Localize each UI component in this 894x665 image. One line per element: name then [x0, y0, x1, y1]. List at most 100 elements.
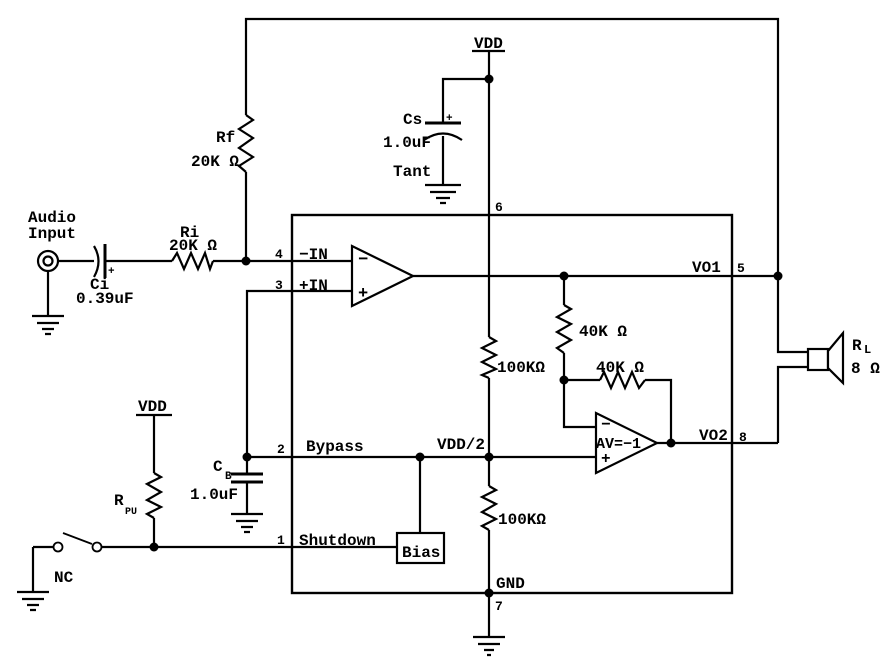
r100k-a-resistor [479, 336, 499, 380]
speaker [806, 329, 845, 386]
pin-3-label: 3 [275, 278, 283, 293]
rl-name-subscript: L [864, 343, 871, 357]
rf-value-label: 20K Ω [191, 153, 239, 171]
audio-input-connector [36, 249, 60, 273]
shutdown-switch [52, 532, 103, 553]
pos-in-wire [245, 289, 352, 457]
rl-value-label: 8 Ω [851, 360, 880, 378]
ci-polarity-plus: + [108, 266, 115, 278]
junction-dots [149, 74, 783, 598]
r40k-a-value-label: 40K Ω [579, 323, 627, 341]
neg-in-label: −IN [299, 246, 328, 264]
vo2-label: VO2 [699, 427, 728, 445]
audio-input-label-line1: Audio [28, 209, 76, 227]
switch-ground-icon [17, 590, 49, 612]
opamp2-neg-input-wire [562, 380, 596, 429]
ri-resistor [171, 249, 215, 273]
junction-dot [415, 452, 425, 462]
ci-value-label: 0.39uF [76, 290, 134, 308]
r40k-b-resistor [599, 369, 646, 391]
rf-resistor [236, 114, 256, 173]
vdd-top-label: VDD [474, 35, 503, 53]
pin-4-label: 4 [275, 247, 283, 262]
speaker-cone [826, 329, 845, 386]
pin-8-label: 8 [739, 430, 747, 445]
switch-lever [62, 532, 93, 545]
rpu-name-label: R [114, 492, 124, 510]
bias-label: Bias [402, 544, 440, 562]
junction-dot [773, 271, 783, 281]
text-labels: Audio Input Ci 0.39uF + Ri 20K Ω Rf 20K … [28, 35, 880, 614]
cs-branch-wire [441, 77, 489, 185]
ri-value-label: 20K Ω [169, 237, 217, 255]
opamp1-plus-sign: + [358, 285, 368, 304]
junction-dot [242, 452, 252, 462]
pin-7-label: 7 [495, 599, 503, 614]
opamp2-plus-sign: + [601, 450, 611, 468]
switch-contact-left [52, 541, 64, 553]
capacitors [93, 121, 463, 484]
ri-name-label: Ri [180, 224, 199, 242]
gnd-label: GND [496, 575, 525, 593]
cs-type-label: Tant [393, 163, 431, 181]
r40k-a-resistor [554, 304, 574, 354]
opamp1-minus-sign: − [358, 251, 368, 270]
bias-box [395, 531, 446, 565]
ground-symbols [17, 183, 505, 657]
switch-wires [31, 545, 53, 592]
opamp2-minus-sign: − [601, 416, 611, 434]
cb-name-label: C [213, 458, 223, 476]
amplifier-ic-box [290, 213, 734, 595]
rpu-resistor [144, 472, 164, 519]
audio-input-label-line2: Input [28, 225, 76, 243]
wires [31, 17, 808, 637]
cs-curved-plate [423, 132, 463, 141]
bypass-label: Bypass [306, 438, 364, 456]
junction-dot [484, 588, 494, 598]
cb-value-label: 1.0uF [190, 486, 238, 504]
junction-dot [241, 256, 251, 266]
r100k-a-value-label: 100KΩ [497, 359, 545, 377]
speaker-rail-wire [776, 276, 808, 443]
connector-inner-ring [42, 255, 54, 267]
connector-ground-icon [32, 314, 64, 336]
resistors [144, 114, 646, 531]
pin-1-label: 1 [277, 533, 285, 548]
r100k-b-resistor [479, 485, 499, 531]
vdd2-label: VDD/2 [437, 436, 485, 454]
rf-name-label: Rf [216, 129, 235, 147]
junction-dot [149, 542, 159, 552]
cs-ground-icon [425, 183, 461, 205]
pin-5-label: 5 [737, 261, 745, 276]
cs-polarity-plus: + [446, 113, 453, 125]
vdd-left-label: VDD [138, 398, 167, 416]
junction-dot [484, 452, 494, 462]
shutdown-label: Shutdown [299, 532, 376, 550]
cs-name-label: Cs [403, 111, 422, 129]
pin-2-label: 2 [277, 442, 285, 457]
feedback-top-rail-wire [244, 17, 780, 276]
ci-curved-plate [93, 245, 100, 278]
junction-dot [666, 438, 676, 448]
gnd-pin-ground-icon [473, 635, 505, 657]
junction-dot [484, 74, 494, 84]
r100k-b-value-label: 100KΩ [498, 511, 546, 529]
vo1-label: VO1 [692, 259, 721, 277]
rl-name-label: R [852, 337, 862, 355]
junction-dot [559, 375, 569, 385]
junction-dot [559, 271, 569, 281]
r40k-b-value-label: 40K Ω [596, 359, 644, 377]
switch-contact-right [91, 541, 103, 553]
cs-value-label: 1.0uF [383, 134, 431, 152]
pos-in-label: +IN [299, 277, 328, 295]
cb-name-subscript: B [225, 471, 232, 483]
r40k-b-leads-wire [564, 378, 673, 443]
nc-label: NC [54, 569, 74, 587]
opamp2-gain-label: AV=−1 [596, 436, 641, 453]
pin-6-label: 6 [495, 200, 503, 215]
cb-ground-icon [231, 512, 263, 534]
ci-name-label: Ci [90, 276, 109, 294]
speaker-body [806, 347, 830, 372]
